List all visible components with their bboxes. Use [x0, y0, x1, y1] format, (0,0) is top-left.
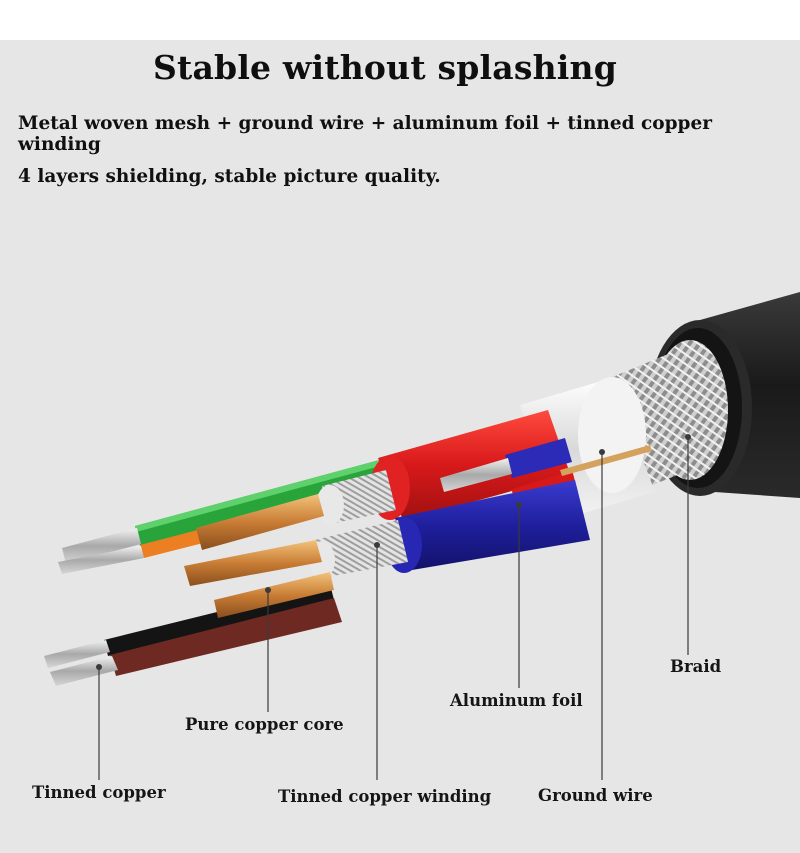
quality-description: 4 layers shielding, stable picture quali… [18, 166, 441, 187]
top-white-band [0, 0, 800, 40]
label-tinned-copper-winding: Tinned copper winding [278, 787, 492, 806]
shielding-description: Metal woven mesh + ground wire + aluminu… [18, 113, 713, 155]
black-brown-pair [44, 572, 342, 686]
ground-wire-strand [560, 445, 652, 476]
leader-dots [96, 434, 691, 670]
blue-conductor [184, 480, 590, 586]
label-aluminum-foil: Aluminum foil [450, 691, 583, 710]
page-title: Stable without splashing [152, 48, 617, 87]
label-pure-copper-core: Pure copper core [185, 715, 344, 734]
inner-blue-wire [440, 438, 572, 492]
label-braid: Braid [670, 657, 722, 676]
label-ground-wire: Ground wire [538, 786, 653, 805]
label-tinned-copper: Tinned copper [32, 783, 166, 802]
leader-lines [98, 437, 689, 780]
